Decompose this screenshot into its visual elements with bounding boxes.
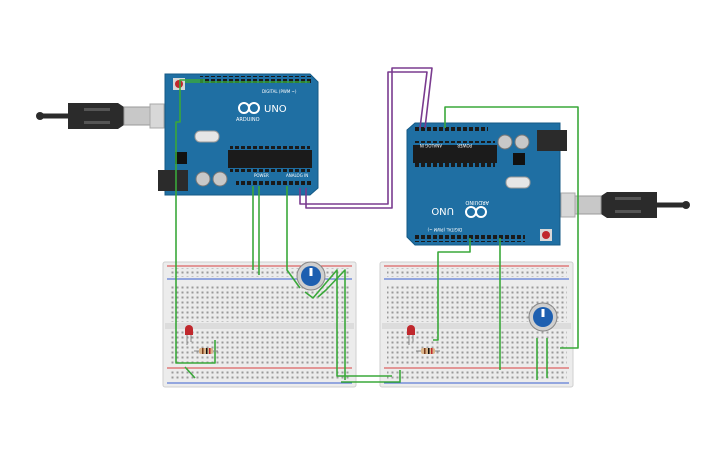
usb-cable-icon-right [560,192,690,218]
power-header-label: POWER [254,173,269,178]
analog-header-label: ANALOG IN [420,143,442,148]
board-model-label: UNO [431,205,454,216]
resistor-icon[interactable] [416,348,440,354]
resistor-icon[interactable] [194,348,218,354]
arduino-board-right[interactable]: UNO ARDUINO DIGITAL (PWM ~) POWER ANALOG… [406,122,567,246]
board-brand-label: ARDUINO [236,117,260,123]
wire-green-right-digital[interactable] [433,238,471,341]
wire-green-analog-left[interactable] [286,186,301,289]
board-model-label: UNO [264,104,287,115]
usb-cable-icon-left [36,103,165,129]
wire-green-right-top[interactable] [444,106,579,349]
led-icon[interactable] [407,325,415,345]
analog-header-label: ANALOG IN [286,173,308,178]
wire-green-led-left[interactable] [175,79,216,364]
board-brand-label: ARDUINO [465,199,489,205]
arduino-logo-icon [238,102,260,114]
wire-purple-1[interactable] [299,71,428,205]
potentiometer-icon[interactable] [296,261,326,291]
digital-header-label: DIGITAL (PWM ~) [262,89,297,94]
power-header-label: POWER [457,143,472,148]
wire-purple-2[interactable] [305,67,433,209]
led-icon[interactable] [185,325,193,345]
breadboard-right[interactable] [379,261,574,388]
wire-green-bridge[interactable] [341,370,401,383]
arduino-logo-icon [465,206,487,218]
wire-green-gnd-left[interactable] [184,366,196,379]
wire-green-pot-left-1[interactable] [304,269,392,377]
wire-green-pot-left-2[interactable] [317,269,346,380]
arduino-board-left[interactable]: UNO ARDUINO DIGITAL (PWM ~) POWER ANALOG… [158,73,319,196]
digital-header-label: DIGITAL (PWM ~) [427,227,462,232]
potentiometer-icon[interactable] [528,302,558,332]
